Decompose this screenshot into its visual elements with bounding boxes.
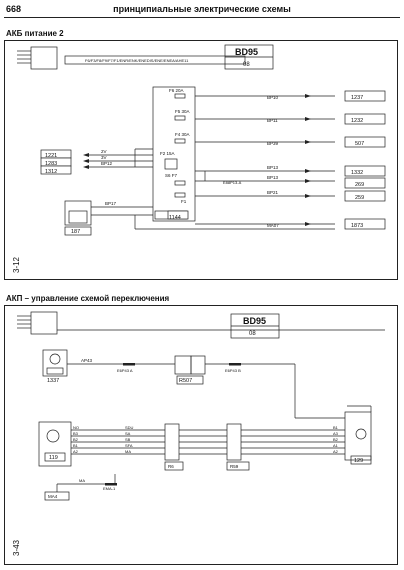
component-187 (64, 200, 92, 226)
left-wire-2: BP12 (101, 161, 113, 166)
ecu-pin-4: A2 (333, 449, 339, 454)
connector-r59-ref: R59 (230, 464, 239, 469)
out-ref-0: 1237 (351, 95, 363, 101)
left-component-wire: BP17 (105, 201, 117, 206)
sheet-label-1: 3-12 (12, 256, 21, 273)
sheet-label-2: 3-43 (12, 539, 21, 556)
section2-title: АКП – управление схемой переключения (6, 294, 170, 303)
page-number: 668 (6, 4, 22, 14)
component-1337 (42, 349, 68, 377)
connector-r6 (164, 423, 180, 461)
out-wire-3: BP13 (267, 165, 279, 170)
out-wire-1: BP11 (267, 118, 278, 123)
left-ref-1: 1283 (45, 161, 57, 167)
component-129 (344, 411, 372, 461)
ecu-pin-3: A1 (333, 443, 339, 448)
section1-title: АКБ питание 2 (6, 29, 64, 38)
ground-splice: EMA-1 (103, 486, 116, 491)
page-header: 668 принципиальные электрические схемы (4, 3, 400, 18)
left-ref-2: 1312 (45, 169, 57, 175)
out-ref-4: 269 (355, 182, 364, 188)
wiring-diagram-1: F6/F3/F8/F9/F7/F1/ENR/ENK/ENEDIS/ENE/ENE… (12, 44, 386, 273)
wire-3: SFA (125, 443, 133, 448)
wiring-diagram-2: BD95 08 1337 AP43 R507 E6P43 A E6P43 B 1… (12, 311, 385, 556)
fuse-2: F4 30A (175, 132, 190, 137)
page-heading: принципиальные электрические схемы (113, 4, 291, 14)
ecu-pin-1: A3 (333, 431, 339, 436)
options-text: F6/F3/F8/F9/F7/F1/ENR/ENK/ENEDIS/ENE/ENE… (85, 58, 189, 63)
relay-ref: R507 (179, 378, 192, 384)
splice-b: E6P43 B (225, 368, 241, 373)
fuse-5: F1 (181, 199, 187, 204)
out-ref-1: 1232 (351, 118, 363, 124)
diagram-frame-2: BD95 08 1337 AP43 R507 E6P43 A E6P43 B 1… (4, 305, 398, 565)
ground-wire: MA (79, 478, 85, 483)
sensor-pin-0: NO (73, 425, 79, 430)
fuse-3: F2 15A (160, 151, 175, 156)
connector-r6-ref: R6 (168, 464, 174, 469)
fuse-box-label: 1144 (169, 215, 181, 221)
diagram-frame-1: F6/F3/F8/F9/F7/F1/ENR/ENK/ENEDIS/ENE/ENE… (4, 40, 398, 280)
out-ref-5: 259 (355, 195, 364, 201)
fuse-1: F5 30A (175, 109, 190, 114)
top-component-ref: 1337 (47, 378, 59, 384)
out-ref-2: 507 (355, 141, 364, 147)
wire-0: SDU (125, 425, 134, 430)
code-sub-2: 08 (249, 331, 256, 337)
wire-4: MA (125, 449, 131, 454)
fuse-0: F6 20A (169, 88, 184, 93)
harness-connector-2 (30, 311, 58, 335)
relay-r507 (174, 355, 192, 375)
harness-connector-1 (30, 46, 58, 70)
out-wire-4: BP13 (267, 175, 279, 180)
sensor-pin-4: A2 (73, 449, 79, 454)
left-wire-0: 2V (101, 149, 107, 154)
ecu-pin-0: B1 (333, 425, 339, 430)
sensor-pin-1: B3 (73, 431, 79, 436)
wire-2: SB (125, 437, 131, 442)
ground-ref: MA4 (48, 494, 58, 499)
sensor-ref: 119 (49, 455, 58, 461)
out-ref-6: 1873 (351, 223, 363, 229)
code-label: BD95 (235, 47, 258, 57)
component-119 (38, 421, 72, 467)
left-component-ref: 187 (71, 229, 80, 235)
left-ref-0: 1221 (45, 153, 57, 159)
code-label-2: BD95 (243, 316, 266, 326)
fuse-box (152, 86, 196, 222)
out-wire-5: BP21 (267, 190, 279, 195)
wire-1: SA (125, 431, 131, 436)
left-wire-1: 3V (101, 155, 107, 160)
top-component-wire: AP43 (81, 358, 93, 363)
ecu-ref: 129 (354, 458, 363, 464)
out-wire-2: BP39 (267, 141, 279, 146)
fuse-4: S6 F7 (165, 173, 178, 178)
splice-label: E88P13-A (223, 180, 242, 185)
sensor-pin-2: B2 (73, 437, 79, 442)
ecu-pin-2: B2 (333, 437, 339, 442)
connector-r59 (226, 423, 242, 461)
out-wire-6: MA07 (267, 223, 279, 228)
code-sub: 08 (243, 62, 250, 68)
sensor-pin-3: B1 (73, 443, 79, 448)
out-ref-3: 1332 (351, 170, 363, 176)
splice-a: E6P43 A (117, 368, 133, 373)
out-wire-0: BP10 (267, 95, 279, 100)
